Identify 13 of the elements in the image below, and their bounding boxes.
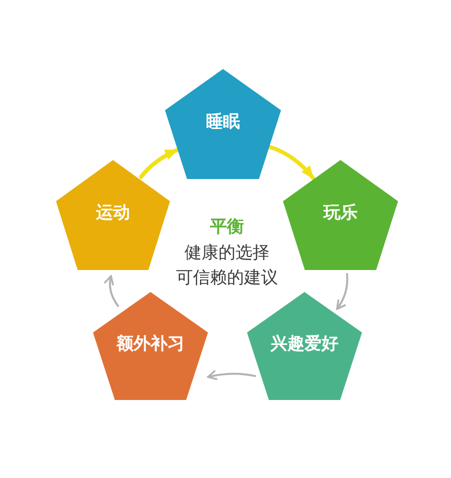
arrow [104,275,119,307]
pentagon: 兴趣爱好 [247,292,362,400]
arrow [207,370,256,380]
center-text: 可信赖的建议 [176,267,278,289]
arrow [139,148,179,179]
pentagon: 玩乐 [283,160,398,270]
pentagon: 运动 [56,160,170,270]
pentagon: 睡眠 [165,69,281,179]
center-text: 健康的选择 [184,242,270,264]
center-heading: 平衡 [210,216,244,238]
arrow [268,145,315,180]
pentagon: 额外补习 [93,292,208,400]
arrow [336,273,348,310]
